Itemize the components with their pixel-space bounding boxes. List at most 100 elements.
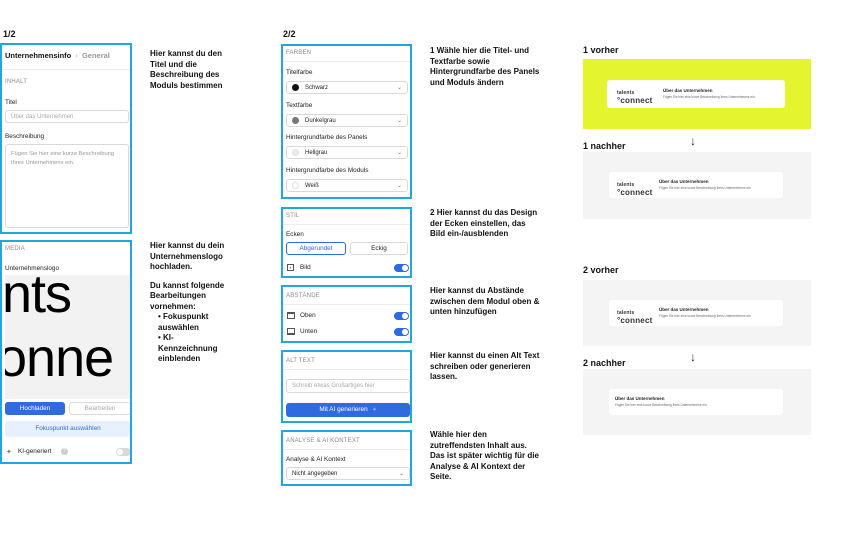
preview-label-1-after: 1 nachher xyxy=(583,141,626,151)
title-color-select[interactable]: Schwarz ⌄ xyxy=(286,81,408,94)
section-inhalt: INHALT xyxy=(5,79,28,85)
annotation-style-num: 2 xyxy=(430,208,435,217)
title-color-label: Titelfarbe xyxy=(286,69,313,76)
section-farben: FARBEN xyxy=(286,50,312,56)
preview-subtitle: Fügen Sie hier eine kurze Beschreibung I… xyxy=(615,403,708,407)
spacing-bottom-icon xyxy=(287,328,295,335)
generate-ai-label: Mit AI generieren xyxy=(319,406,368,413)
chevron-down-icon: ⌄ xyxy=(396,118,402,124)
text-color-select[interactable]: Dunkelgrau ⌄ xyxy=(286,114,408,127)
preview-title: Über das Unternehmen xyxy=(659,179,709,184)
preview-logo: talents°connect xyxy=(617,90,653,105)
logo-preview[interactable]: nts onne xyxy=(5,275,130,399)
colors-panel: FARBEN Titelfarbe Schwarz ⌄ Textfarbe Du… xyxy=(281,44,412,199)
text-color-value: Dunkelgrau xyxy=(305,117,336,124)
chevron-down-icon: ⌄ xyxy=(396,183,402,189)
preview-2-before: talents°connect Über das Unternehmen Füg… xyxy=(583,280,811,346)
ki-toggle[interactable] xyxy=(116,448,130,456)
panel-bg-select[interactable]: Hellgrau ⌄ xyxy=(286,146,408,159)
preview-logo: talents°connect xyxy=(617,310,653,325)
spacing-top-toggle[interactable] xyxy=(394,312,409,320)
ki-label: KI-generiert xyxy=(18,448,52,455)
annotation-logo-bullets: • Fokuspunkt auswählen • KI-Kennzeichnun… xyxy=(150,312,230,365)
chevron-down-icon: ⌄ xyxy=(396,150,402,156)
preview-title: Über das Unternehmen xyxy=(615,396,665,401)
image-label: Bild xyxy=(300,264,311,271)
module-bg-value: Weiß xyxy=(305,182,319,189)
preview-logo: talents°connect xyxy=(617,182,653,197)
annotation-colors-text: Wähle hier die Titel- und Textfarbe sowi… xyxy=(430,46,540,87)
preview-label-2-before: 2 vorher xyxy=(583,265,619,275)
preview-title: Über das Unternehmen xyxy=(663,88,713,93)
title-color-value: Schwarz xyxy=(305,84,329,91)
preview-1-after: talents°connect Über das Unternehmen Füg… xyxy=(583,152,811,219)
help-icon[interactable]: ? xyxy=(61,448,68,455)
bullet-2: • KI-Kennzeichnung einblenden xyxy=(158,333,218,363)
preview-title: Über das Unternehmen xyxy=(659,307,709,312)
bullet-1: • Fokuspunkt auswählen xyxy=(158,312,209,332)
divider xyxy=(283,61,410,62)
preview-subtitle: Fügen Sie hier eine kurze Beschreibung I… xyxy=(659,186,752,190)
section-media: MEDIA xyxy=(5,246,26,252)
preview-card: talents°connect Über das Unternehmen Füg… xyxy=(607,80,785,108)
panel-bg-label: Hintergrundfarbe des Panels xyxy=(286,134,368,141)
section-abstaende: ABSTÄNDE xyxy=(286,293,320,299)
image-toggle[interactable] xyxy=(394,264,409,272)
color-swatch-white xyxy=(292,182,299,189)
preview-card: Über das Unternehmen Fügen Sie hier eine… xyxy=(609,389,783,415)
preview-subtitle: Fügen Sie hier eine kurze Beschreibung I… xyxy=(663,95,756,99)
square-corners-button[interactable]: Eckig xyxy=(350,242,408,255)
logo-image-text-2: onne xyxy=(5,328,114,388)
alt-text-input[interactable]: Schreib etwas Großartiges hier xyxy=(286,379,410,393)
sparkle-icon: ✧ xyxy=(372,407,377,413)
module-bg-select[interactable]: Weiß ⌄ xyxy=(286,179,408,192)
color-swatch-lightgray xyxy=(292,149,299,156)
annotation-style: 2 Hier kannst du das Design der Ecken ei… xyxy=(430,208,540,240)
description-textarea[interactable]: Fügen Sie hier eine kurze Beschreibung I… xyxy=(5,144,129,228)
spacing-panel: ABSTÄNDE Oben Unten xyxy=(281,285,412,343)
preview-1-before: talents°connect Über das Unternehmen Füg… xyxy=(583,59,811,129)
arrow-down-icon: ↓ xyxy=(690,350,696,364)
breadcrumb-unternehmensinfo[interactable]: Unternehmensinfo xyxy=(5,51,72,60)
annotation-logo-para: Du kannst folgende Bearbeitungen vornehm… xyxy=(150,280,225,311)
image-icon: ▪ xyxy=(287,264,294,271)
annotation-analysis: Wähle hier den zutreffendsten Inhalt aus… xyxy=(430,430,539,481)
divider xyxy=(283,369,410,370)
module-bg-label: Hintergrundfarbe des Moduls xyxy=(286,167,369,174)
breadcrumb-general[interactable]: General xyxy=(81,51,110,60)
title-label: Titel xyxy=(5,99,17,106)
content-panel: Unternehmensinfo › General INHALT Titel … xyxy=(0,43,132,234)
annotation-title-description: Hier kannst du den Titel und die Beschre… xyxy=(150,49,223,90)
divider xyxy=(2,69,130,70)
logo-image-text-1: nts xyxy=(5,275,72,324)
rounded-corners-button[interactable]: Abgerundet xyxy=(286,242,346,255)
media-panel: MEDIA Unternehmenslogo nts onne Hochlade… xyxy=(0,240,132,464)
spacing-bottom-label: Unten xyxy=(300,328,318,335)
style-panel: STIL Ecken Abgerundet Eckig ▪ Bild xyxy=(281,207,412,278)
chevron-down-icon: ⌄ xyxy=(396,85,402,91)
step-label-1: 1/2 xyxy=(3,29,16,39)
annotation-colors-num: 1 xyxy=(430,46,435,55)
annotation-colors: 1 Wähle hier die Titel- und Textfarbe so… xyxy=(430,46,540,88)
preview-card: talents°connect Über das Unternehmen Füg… xyxy=(609,300,783,326)
corners-label: Ecken xyxy=(286,231,304,238)
panel-bg-value: Hellgrau xyxy=(305,149,328,156)
breadcrumb-separator: › xyxy=(75,51,78,60)
annotation-style-text: Hier kannst du das Design der Ecken eins… xyxy=(430,208,538,238)
logo-label: Unternehmenslogo xyxy=(5,265,59,272)
analysis-label: Analyse & AI Kontext xyxy=(286,456,346,463)
annotation-spacing: Hier kannst du Abstände zwischen dem Mod… xyxy=(430,286,540,316)
color-swatch-black xyxy=(292,84,299,91)
section-analyse: ANALYSE & AI KONTEXT xyxy=(286,438,360,444)
divider xyxy=(283,224,410,225)
divider xyxy=(283,449,410,450)
generate-ai-button[interactable]: Mit AI generieren ✧ xyxy=(286,403,410,417)
annotation-logo: Hier kannst du dein Unternehmenslogo hoc… xyxy=(150,241,230,365)
upload-button[interactable]: Hochladen xyxy=(5,402,65,415)
spacing-bottom-toggle[interactable] xyxy=(394,328,409,336)
focus-point-button[interactable]: Fokuspunkt auswählen xyxy=(5,421,130,437)
edit-button[interactable]: Bearbeiten xyxy=(69,402,130,415)
analysis-select[interactable]: Nicht angegeben ⌄ xyxy=(286,467,410,480)
annotation-logo-intro: Hier kannst du dein Unternehmenslogo hoc… xyxy=(150,241,225,271)
title-input[interactable]: Über das Unternehmen xyxy=(5,110,129,123)
